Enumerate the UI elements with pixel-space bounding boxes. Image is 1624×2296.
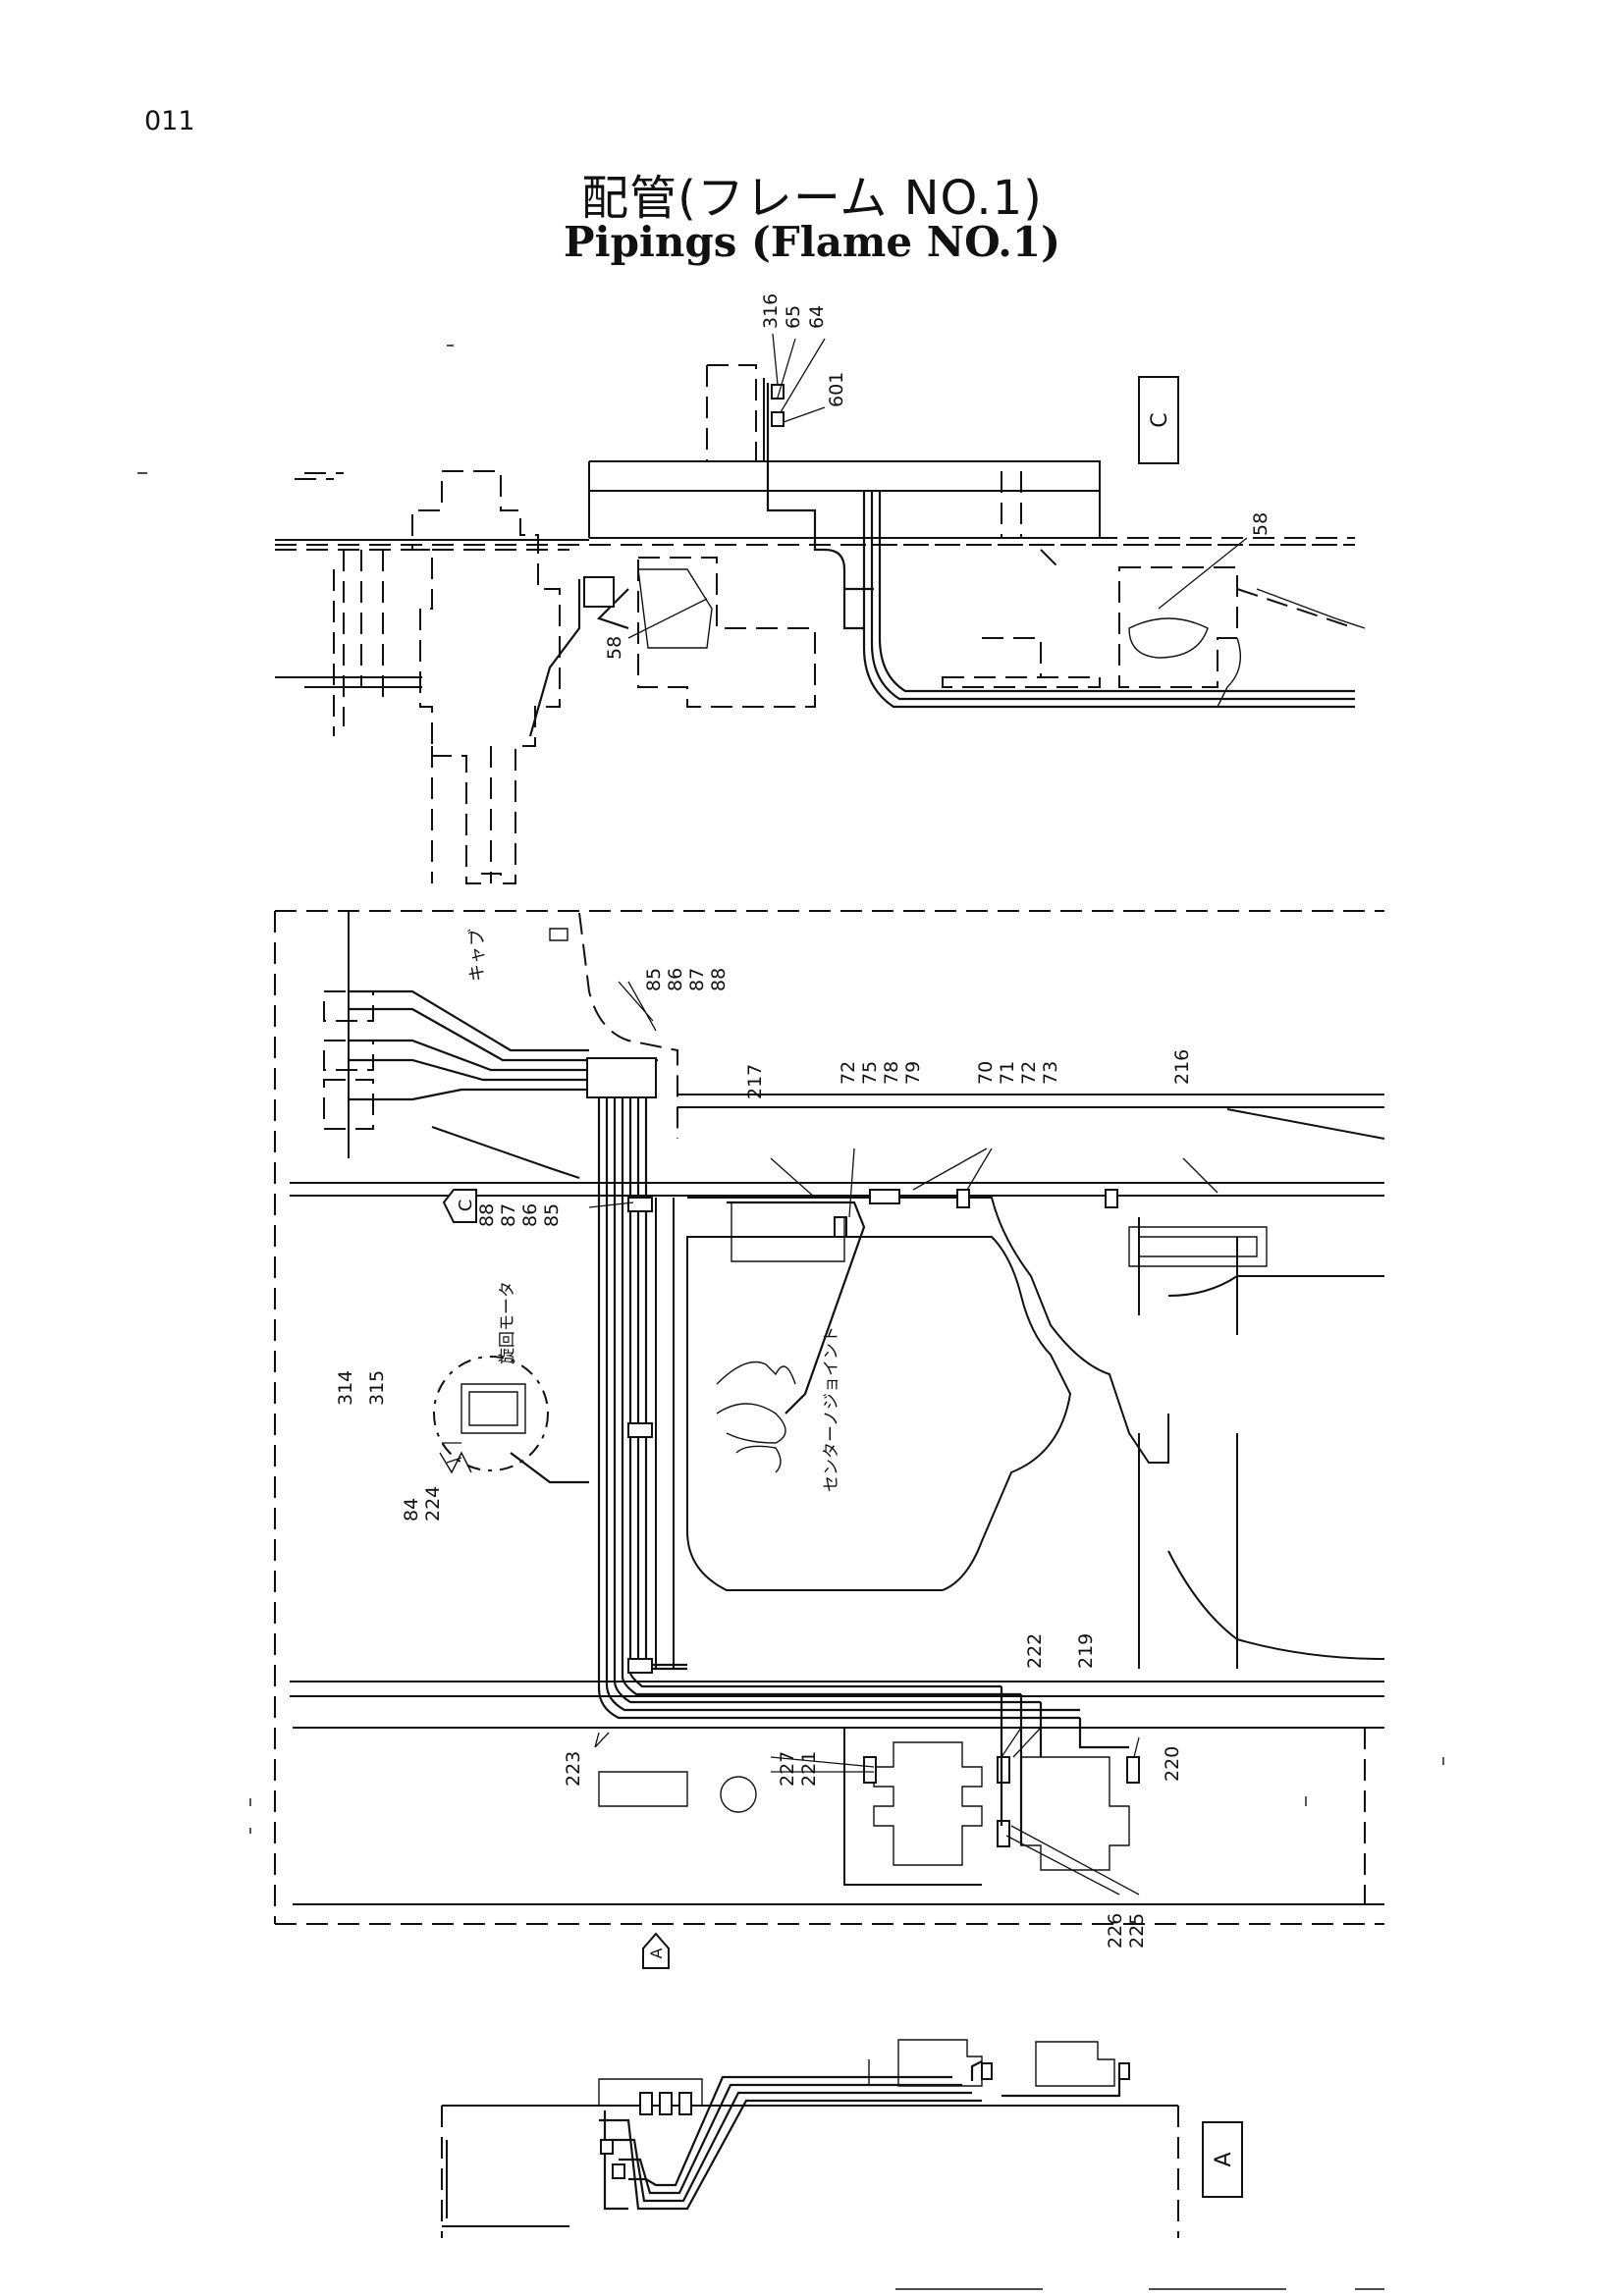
section-marker-a <box>642 1932 670 1969</box>
part-86-cab: 86 <box>665 968 686 991</box>
center-joint-label: センターノジョイント <box>822 1326 841 1492</box>
part-58-right: 58 <box>1250 512 1272 536</box>
part-88-cab: 88 <box>708 968 730 991</box>
part-316: 316 <box>760 294 782 329</box>
part-314: 314 <box>335 1370 356 1406</box>
section-marker-c-label: C <box>456 1200 476 1212</box>
part-65: 65 <box>783 305 804 329</box>
part-85-cab: 85 <box>643 968 665 991</box>
part-78: 78 <box>881 1061 902 1085</box>
title-japanese: 配管(フレーム NO.1) <box>581 171 1043 226</box>
part-84: 84 <box>401 1498 422 1522</box>
part-219: 219 <box>1075 1633 1097 1669</box>
part-64: 64 <box>806 305 828 329</box>
part-225: 225 <box>1126 1913 1148 1949</box>
part-220: 220 <box>1162 1746 1183 1782</box>
part-216: 216 <box>1171 1049 1193 1085</box>
swing-motor-label: 旋回モータ <box>498 1281 517 1364</box>
view-a-label-box <box>1202 2121 1243 2198</box>
top-view: C <box>275 294 1366 884</box>
scan-dots <box>137 345 454 474</box>
part-222: 222 <box>1024 1633 1046 1669</box>
part-221: 221 <box>798 1751 820 1787</box>
page-number: 011 <box>144 106 195 136</box>
part-73: 73 <box>1040 1061 1061 1085</box>
title-english: Pipings (Flame NO.1) <box>564 218 1060 266</box>
part-58-left: 58 <box>604 636 625 660</box>
section-marker-a-label: A <box>647 1948 666 1958</box>
swing-motor-circle <box>433 1356 549 1471</box>
part-87-cab: 87 <box>686 968 708 991</box>
part-226: 226 <box>1105 1913 1126 1949</box>
part-223: 223 <box>563 1751 584 1787</box>
part-72b: 72 <box>1018 1061 1040 1085</box>
part-227: 227 <box>777 1751 798 1787</box>
view-c-label: C <box>1148 412 1172 427</box>
cab-label: キャブ <box>466 929 488 982</box>
part-71: 71 <box>997 1061 1018 1085</box>
section-marker-c <box>442 1189 477 1223</box>
part-72: 72 <box>838 1061 859 1085</box>
part-217: 217 <box>744 1064 766 1099</box>
part-87-c: 87 <box>498 1203 519 1227</box>
bottom-view: A <box>441 2039 1243 2238</box>
scan-marks <box>249 1757 1444 1834</box>
part-86-c: 86 <box>519 1203 541 1227</box>
view-a-label: A <box>1212 2152 1236 2166</box>
part-85-c: 85 <box>541 1203 563 1227</box>
middle-view: C A キャブ 旋回モータ センターノジョイント 85 86 87 88 88 … <box>274 910 1385 1969</box>
part-88-c: 88 <box>476 1203 498 1227</box>
part-75: 75 <box>859 1061 881 1085</box>
part-70: 70 <box>975 1061 997 1085</box>
view-c-label-box <box>1138 376 1179 464</box>
part-79: 79 <box>902 1061 924 1085</box>
part-601: 601 <box>826 372 847 407</box>
part-224: 224 <box>422 1486 444 1522</box>
part-315: 315 <box>366 1370 388 1406</box>
